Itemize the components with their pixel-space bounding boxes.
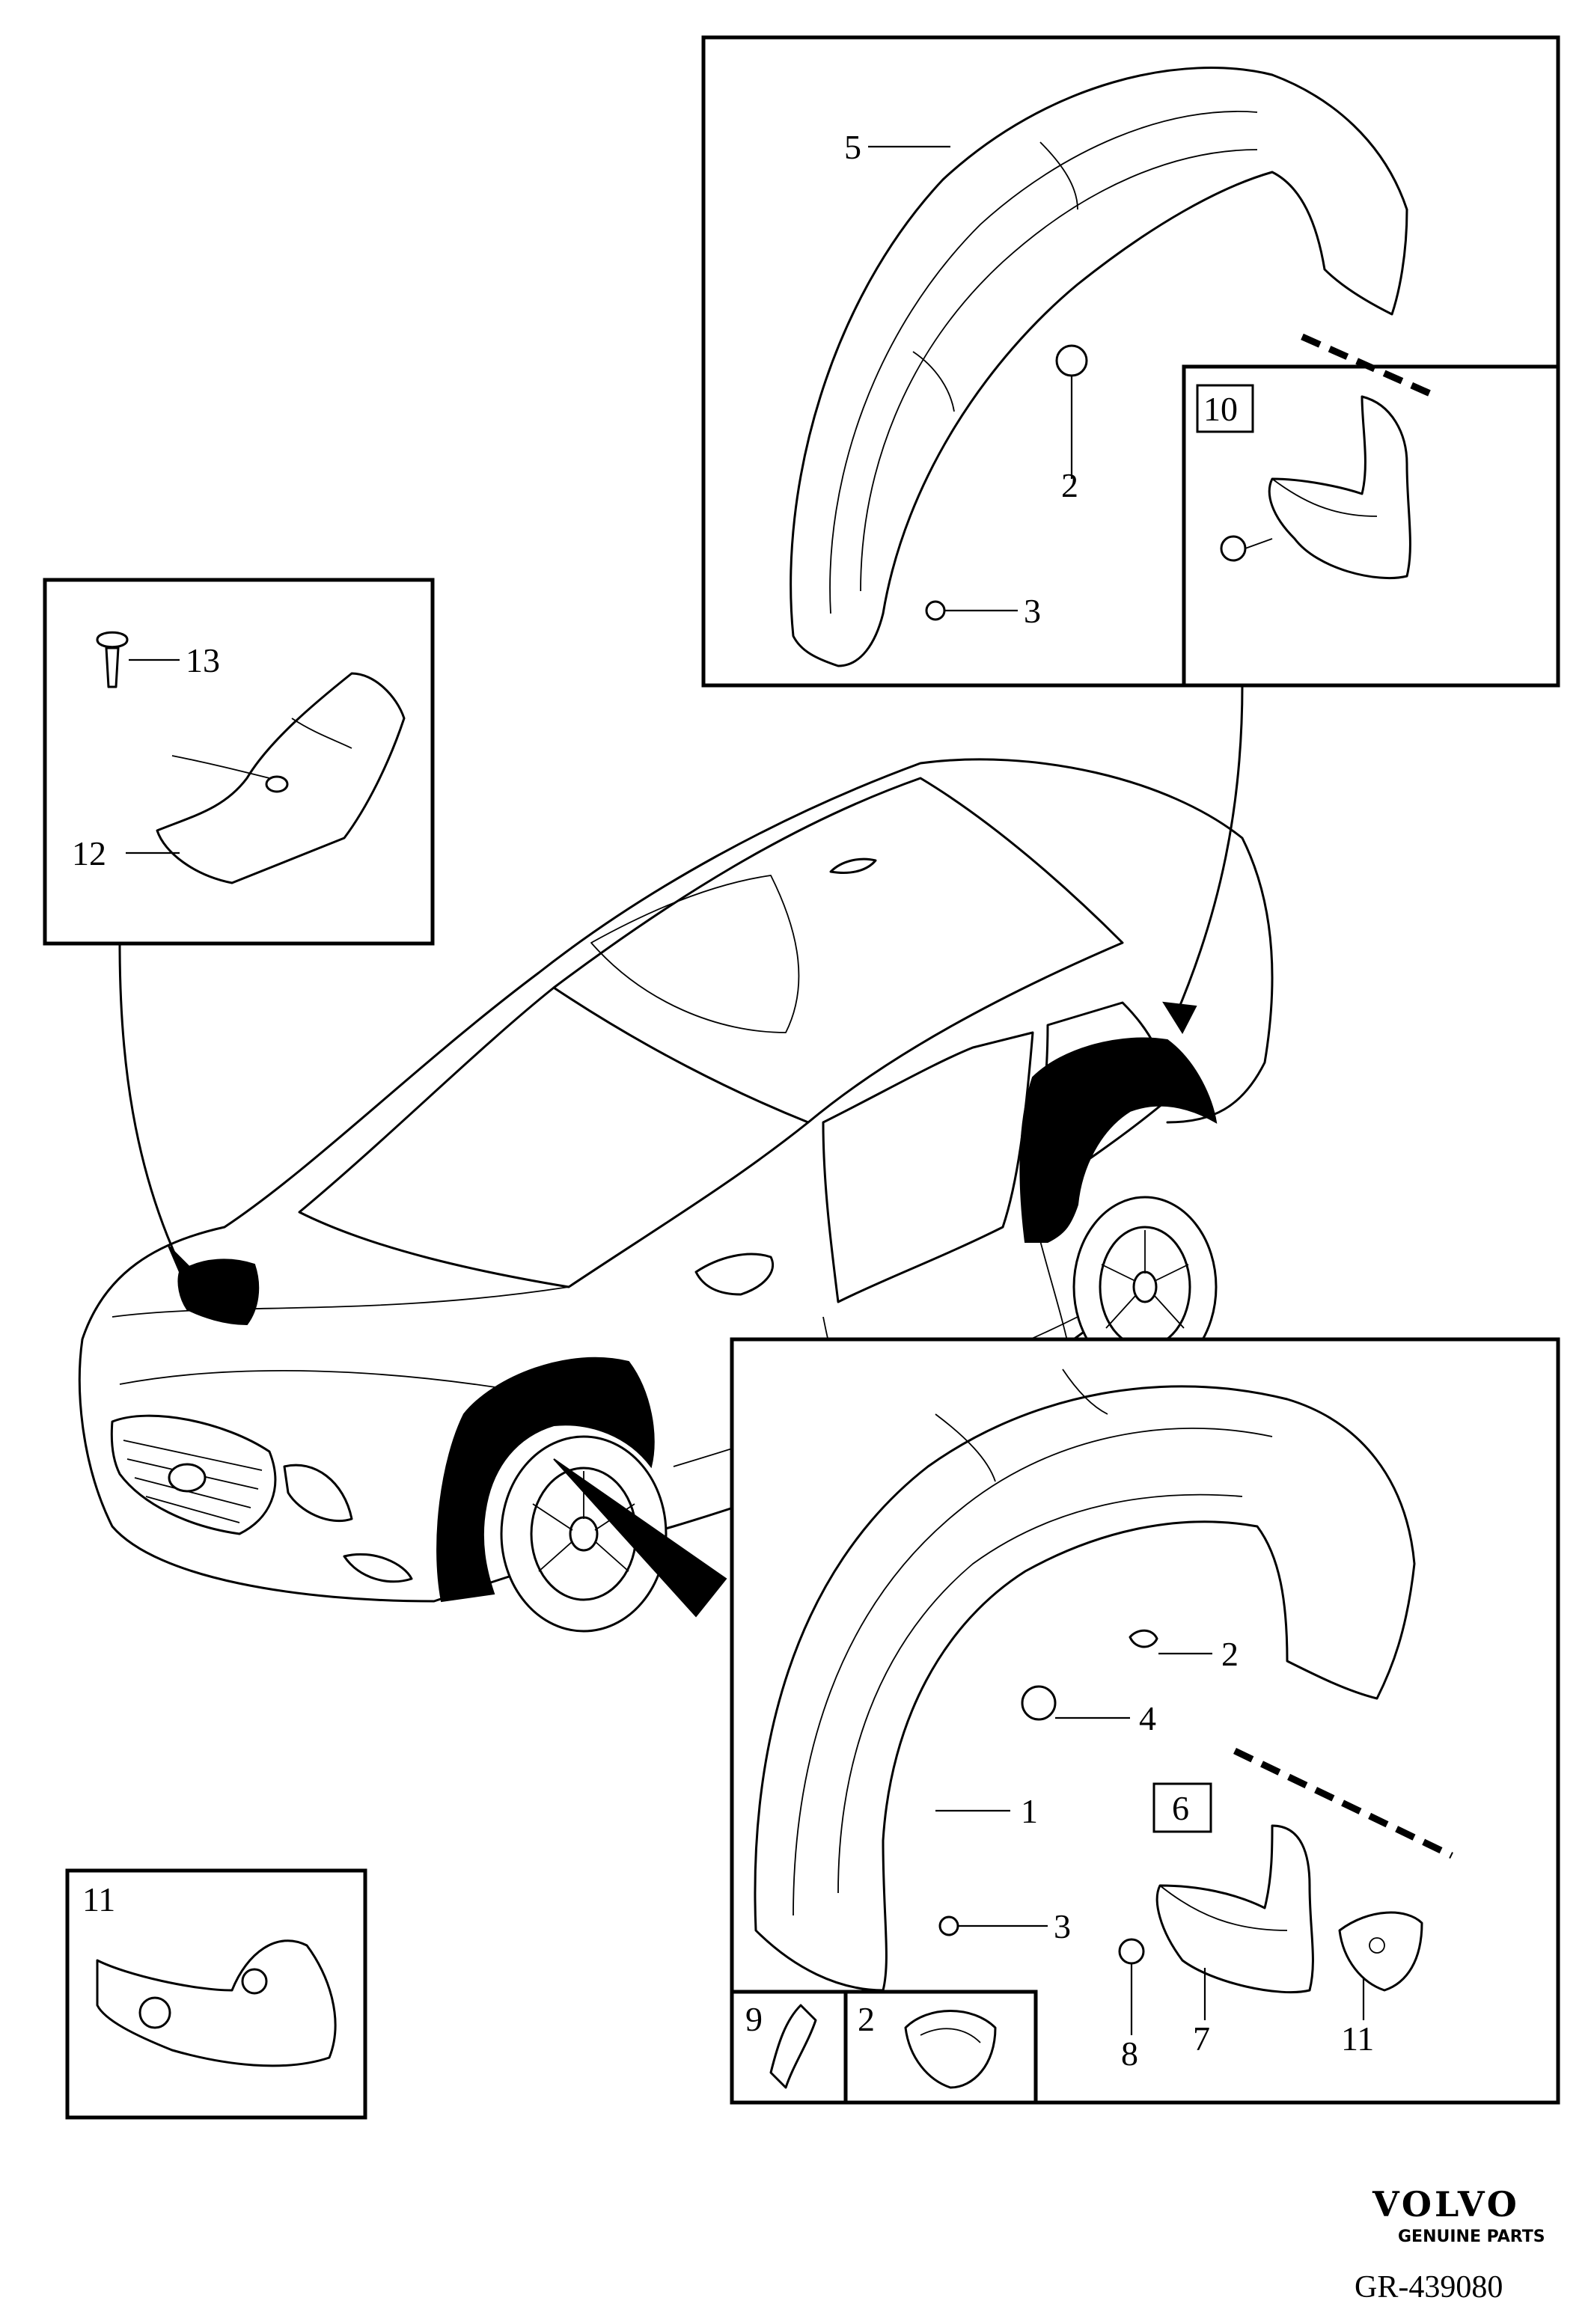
brand-name: VOLVO — [1372, 2184, 1520, 2224]
callout-1: 1 — [1021, 1792, 1038, 1830]
callout-11-box: 11 — [82, 1880, 115, 1918]
arrow-to-front — [553, 1458, 727, 1618]
callout-2-rear: 2 — [1061, 466, 1078, 504]
callout-2-inset: 2 — [858, 2000, 875, 2038]
callout-6: 6 — [1172, 1789, 1189, 1827]
callout-4: 4 — [1139, 1699, 1156, 1737]
callout-12: 12 — [72, 834, 106, 872]
arrow-to-rear — [1173, 684, 1244, 1019]
car-illustration — [78, 758, 1274, 1633]
rear-wheelarch-panel — [701, 35, 1560, 688]
brand-tagline: GENUINE PARTS — [1398, 2227, 1545, 2246]
front-wheelarch-panel — [730, 1337, 1560, 2105]
callout-11-front: 11 — [1341, 2019, 1374, 2058]
arrow-to-hood — [118, 943, 181, 1266]
callout-7: 7 — [1193, 2019, 1210, 2058]
callout-9: 9 — [745, 2000, 763, 2038]
hood-part-panel — [43, 578, 435, 946]
callout-13: 13 — [186, 641, 220, 679]
callout-5: 5 — [844, 128, 861, 166]
callout-10: 10 — [1203, 390, 1238, 428]
bracket-panel — [65, 1868, 367, 2120]
callout-3-rear: 3 — [1024, 592, 1041, 630]
drawing-number: GR-439080 — [1355, 2270, 1503, 2305]
arrowhead-hood — [168, 1245, 197, 1273]
arrowhead-rear — [1162, 1001, 1197, 1035]
callout-3-front: 3 — [1054, 1907, 1071, 1945]
callout-8: 8 — [1121, 2034, 1138, 2073]
callout-2-front: 2 — [1221, 1635, 1239, 1673]
